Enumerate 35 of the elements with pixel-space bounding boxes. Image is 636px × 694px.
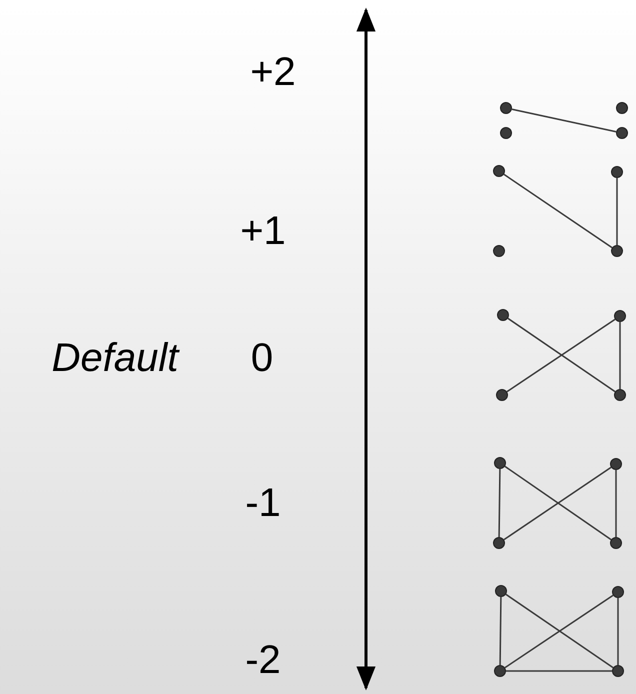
vertex-dot (493, 165, 505, 177)
vertex-dot (612, 586, 624, 598)
vertex-dot (616, 127, 628, 139)
scale-value: +1 (240, 211, 286, 251)
vertex-dot (497, 309, 509, 321)
vertex-dot (494, 665, 506, 677)
vertex-dot (614, 389, 626, 401)
graph-edge (616, 178, 618, 245)
vertex-dot (612, 665, 624, 677)
graph-edge (512, 108, 616, 132)
graph-edge (506, 670, 612, 672)
graph-edge (499, 596, 502, 666)
graph-edge (619, 322, 621, 389)
scale-value: -1 (245, 483, 281, 523)
vertex-dot (500, 127, 512, 139)
vertex-dot (614, 310, 626, 322)
vertex-dot (610, 458, 622, 470)
vertex-dot (494, 457, 506, 469)
vertex-dot (611, 166, 623, 178)
vertex-dot (493, 537, 505, 549)
graph-edge (504, 174, 612, 248)
vertex-dot (493, 245, 505, 257)
vertex-dot (500, 102, 512, 114)
vertex-dot (495, 585, 507, 597)
graph-edge (615, 470, 617, 537)
graph-edge (498, 468, 501, 538)
vertex-dot (610, 537, 622, 549)
scale-value: -2 (245, 640, 281, 680)
graph-edge (617, 598, 619, 665)
vertex-dot (611, 245, 623, 257)
scale-value: +2 (250, 52, 296, 92)
scale-value: 0 (250, 338, 274, 378)
vertex-dot (616, 102, 628, 114)
default-label: Default (52, 338, 178, 378)
vertex-dot (496, 389, 508, 401)
